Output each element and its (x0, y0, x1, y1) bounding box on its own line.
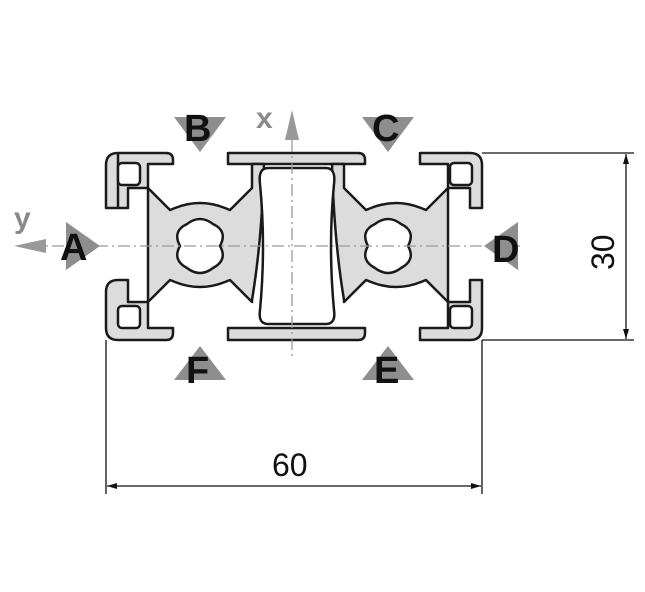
slot-e-marker (362, 346, 414, 380)
corner-hole-bottom-right (448, 304, 474, 330)
corner-hole-bottom-left (116, 304, 142, 330)
height-dimension-value: 30 (585, 234, 621, 270)
slot-b-marker (174, 117, 226, 152)
slot-label-a: A (60, 227, 87, 269)
slot-f-marker (174, 346, 226, 380)
slot-label-b: B (184, 108, 211, 150)
profile-outline (104, 151, 484, 342)
corner-hole-top-right (448, 161, 474, 187)
slot-label-f: F (186, 350, 209, 392)
slot-label-d: D (492, 229, 519, 271)
y-axis-arrow (14, 239, 46, 253)
slot-c-marker (362, 117, 414, 152)
x-axis-arrow (285, 110, 299, 140)
width-dimension-value: 60 (272, 447, 308, 483)
height-dimension (482, 152, 634, 341)
slot-label-e: E (374, 350, 399, 392)
center-axes (30, 140, 520, 360)
slot-label-c: C (372, 108, 399, 150)
slot-d-marker (484, 222, 518, 270)
slot-markers (66, 117, 518, 380)
y-axis-label: y (14, 202, 31, 235)
width-dimension (105, 340, 483, 494)
slot-a-marker (66, 222, 100, 270)
corner-hole-top-left (116, 161, 142, 187)
x-axis-label: x (256, 102, 273, 135)
